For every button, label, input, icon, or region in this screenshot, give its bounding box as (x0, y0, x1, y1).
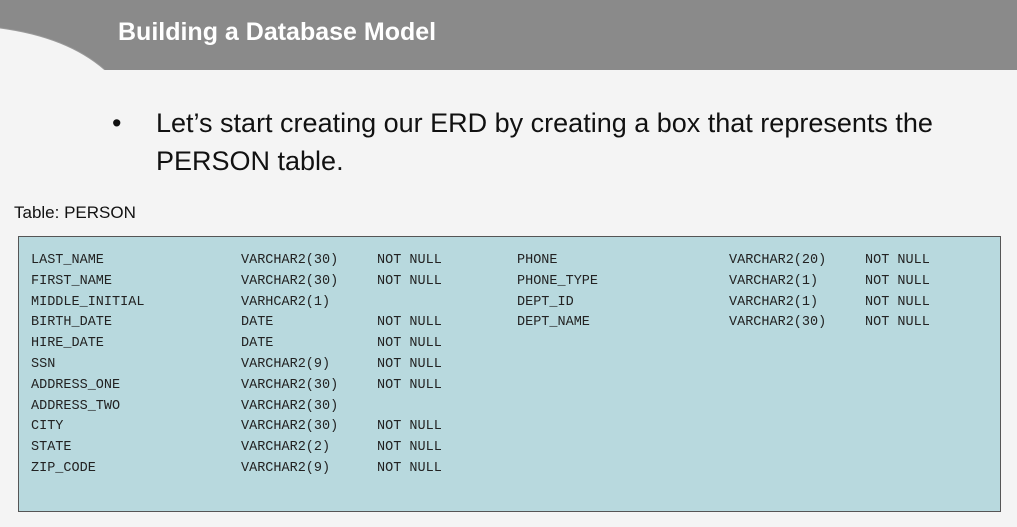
left-column-constraint-3 (377, 293, 442, 314)
left-column-name-8: ADDRESS_TWO (31, 398, 121, 414)
left-column-constraint-6: NOT NULL (377, 356, 442, 372)
right-column-type-1: VARCHAR2(20) (729, 253, 827, 268)
left-column-type-5: DATE (241, 336, 274, 352)
right-column-constraint-1: NOT NULL (865, 253, 930, 268)
left-column-constraint-9: NOT NULL (377, 419, 442, 435)
right-column-constraint-3: NOT NULL (865, 294, 930, 310)
right-column-types: VARCHAR2(20) VARCHAR2(1) VARCHAR2(1) VARCHA… (729, 251, 826, 334)
title-bar-shape (0, 0, 1017, 70)
right-column-type-2: VARCHAR2(1) (729, 273, 819, 289)
left-column-type-11: VARCHAR2(9) (241, 460, 331, 476)
right-column-constraint-4: NOT NULL (865, 315, 930, 331)
left-column-constraint-11: NOT NULL (377, 460, 442, 476)
left-column-constraint-4: NOT NULL (377, 315, 442, 331)
bullet-marker: • (112, 108, 122, 138)
right-column-name-4: DEPT_NAME (517, 315, 590, 331)
left-column-name-1: LAST_NAME (31, 253, 104, 268)
left-column-constraint-2: NOT NULL (377, 273, 442, 289)
left-column-name-4: BIRTH_DATE (31, 315, 113, 331)
left-column-name-2: FIRST_NAME (31, 273, 113, 289)
left-column-type-9: VARCHAR2(30) (241, 419, 339, 435)
left-column-name-10: STATE (31, 440, 72, 456)
left-column-type-3: VARHCAR2(1) (241, 294, 331, 310)
left-column-constraint-1: NOT NULL (377, 253, 442, 268)
right-column-name-2: PHONE_TYPE (517, 273, 599, 289)
left-column-type-2: VARCHAR2(30) (241, 273, 339, 289)
right-column-type-3: VARCHAR2(1) (729, 294, 819, 310)
left-column-type-1: VARCHAR2(30) (241, 253, 339, 268)
bullet-text: Let’s start creating our ERD by creating… (156, 108, 933, 176)
right-column-type-4: VARCHAR2(30) (729, 315, 827, 331)
title-bar: Building a Database Model (0, 0, 1017, 70)
left-column-name-9: CITY (31, 419, 64, 435)
left-column-constraint-5: NOT NULL (377, 336, 442, 352)
left-column-name-5: HIRE_DATE (31, 336, 104, 352)
left-column-name-7: ADDRESS_ONE (31, 377, 121, 393)
right-column-constraint-2: NOT NULL (865, 273, 930, 289)
left-column-constraints: NOT NULL NOT NULL NOT NULL NOT NULL NOT NULL… (377, 251, 442, 480)
left-column-type-10: VARCHAR2(2) (241, 440, 331, 456)
person-table-box: LAST_NAME FIRST_NAME MIDDLE_INITIAL BIRTH_D… (18, 236, 1001, 512)
left-column-type-6: VARCHAR2(9) (241, 356, 331, 372)
left-column-name-11: ZIP_CODE (31, 460, 96, 476)
left-column-name-6: SSN (31, 356, 56, 372)
left-column-names: LAST_NAME FIRST_NAME MIDDLE_INITIAL BIRTH_D… (31, 251, 144, 480)
left-column-constraint-8 (377, 397, 442, 418)
left-column-type-8: VARCHAR2(30) (241, 398, 339, 414)
right-column-names: PHONE PHONE_TYPE DEPT_ID DEPT_NAME (517, 251, 598, 334)
right-column-constraints: NOT NULL NOT NULL NOT NULL NOT NULL (865, 251, 930, 334)
left-column-name-3: MIDDLE_INITIAL (31, 294, 145, 310)
right-column-name-1: PHONE (517, 253, 558, 268)
left-column-types: VARCHAR2(30) VARCHAR2(30) VARHCAR2(1) DATE D… (241, 251, 338, 480)
left-column-type-7: VARCHAR2(30) (241, 377, 339, 393)
left-column-type-4: DATE (241, 315, 274, 331)
right-column-name-3: DEPT_ID (517, 294, 574, 310)
left-column-constraint-10: NOT NULL (377, 440, 442, 456)
left-column-constraint-7: NOT NULL (377, 377, 442, 393)
slide-title: Building a Database Model (118, 18, 437, 46)
table-caption: Table: PERSON (14, 203, 136, 222)
